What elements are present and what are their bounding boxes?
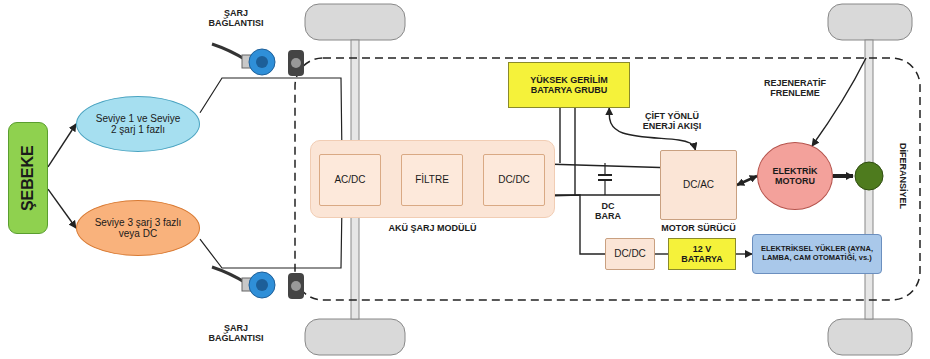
process-box: FİLTRE (401, 154, 463, 206)
capacitor-lead (604, 163, 605, 175)
flow-label: ÇİFT YÖNLÜ ENERJİ AKIŞI (629, 111, 715, 132)
process-box: DC/DC (483, 154, 545, 206)
capacitor-lead (604, 180, 605, 195)
battery-box: 12 V BATARYA (668, 238, 736, 270)
battery-wire (574, 108, 575, 195)
connector-label: ŞARJ BAĞLANTISI (200, 323, 272, 344)
node-text: AC/DC (334, 174, 365, 186)
drive-shaft-arrow (833, 174, 853, 178)
wheel (828, 4, 912, 40)
node-heading: AKÜ ŞARJ MODÜLÜ (388, 223, 476, 233)
bus-label: DC BARA (588, 201, 628, 222)
wheel (828, 319, 912, 355)
node-text: ELEKTRİK MOTORU (766, 166, 824, 187)
capacitor-plate (598, 174, 612, 176)
charge-connector (212, 44, 304, 76)
node-text: 12 V BATARYA (672, 244, 732, 265)
connector (48, 189, 76, 228)
connector-label: ŞARJ BAĞLANTISI (200, 8, 272, 29)
differential (855, 162, 883, 190)
process-box: AC/DC (319, 154, 381, 206)
node-text: Seviye 1 ve Seviye 2 şarj 1 fazlı (93, 113, 183, 136)
charge-connector (212, 267, 304, 299)
motor-circle: ELEKTRİK MOTORU (757, 142, 833, 210)
node-text: FİLTRE (415, 174, 449, 186)
battery-wire (559, 108, 560, 163)
vehicle-outline (295, 58, 920, 300)
wheel (305, 4, 405, 40)
connector (48, 124, 76, 167)
converter-box: DC/DC (605, 238, 655, 270)
charge-level-ellipse: Seviye 3 şarj 3 fazlı veya DC (76, 200, 200, 256)
differential-label: DİFERANSİYEL (898, 143, 908, 209)
connector (655, 253, 668, 254)
node-text: DC/DC (498, 174, 530, 186)
load-box: ELEKTRİKSEL YÜKLER (AYNA, LAMBA, CAM OTO… (752, 234, 882, 274)
charge-level-ellipse: Seviye 1 ve Seviye 2 şarj 1 fazlı (76, 96, 200, 152)
node-text: DC/AC (683, 179, 714, 191)
charger-module-band: AKÜ ŞARJ MODÜLÜAC/DCFİLTREDC/DC (310, 140, 555, 218)
regen-arrow (812, 58, 866, 146)
regen-label: REJENERATİF FRENLEME (755, 78, 835, 99)
source-box: ŞEBEKE (8, 122, 48, 234)
node-text: YÜKSEK GERİLİM BATARYA GRUBU (512, 75, 626, 96)
node-text: ELEKTRİKSEL YÜKLER (AYNA, LAMBA, CAM OTO… (756, 245, 878, 262)
connector (736, 253, 752, 254)
connector (545, 164, 660, 168)
node-text: DC/DC (614, 248, 646, 260)
node-heading: MOTOR SÜRÜCÜ (661, 223, 735, 233)
node-text: ŞEBEKE (19, 145, 37, 211)
node-text: Seviye 3 şarj 3 fazlı veya DC (93, 217, 183, 240)
connector (737, 176, 757, 185)
motor-driver-box: DC/ACMOTOR SÜRÜCÜ (660, 150, 737, 220)
wheel (305, 319, 405, 355)
battery-box: YÜKSEK GERİLİM BATARYA GRUBU (508, 62, 630, 108)
